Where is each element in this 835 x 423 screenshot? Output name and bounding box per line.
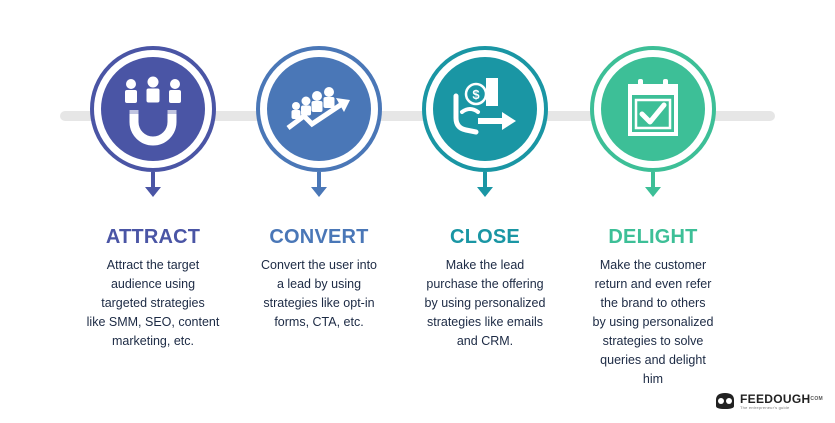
people-magnet-icon [125, 76, 181, 146]
logo-wordmark: FEEDOUGHCOM The entrepreneur's guide [740, 393, 823, 410]
logo-name: FEEDOUGHCOM [740, 391, 823, 406]
stage-convert: CONVERT Convert the user into a lead by … [236, 0, 406, 423]
convert-line: a lead by using [276, 277, 362, 291]
attract-arrow-head [145, 187, 161, 197]
glasses-face-icon [716, 393, 735, 409]
close-disc: $ [433, 57, 537, 161]
delight-description: Make the customer return and even refer … [570, 256, 736, 389]
delight-arrow-stem [651, 172, 655, 190]
logo-tagline: The entrepreneur's guide [740, 404, 790, 410]
convert-ring [256, 46, 382, 172]
attract-ring [90, 46, 216, 172]
delight-line: the brand to others [600, 296, 706, 310]
delight-line: him [642, 372, 664, 386]
crowd-growth-arrow-icon [286, 87, 350, 130]
attract-line: like SMM, SEO, content [86, 315, 220, 329]
feedough-logo: FEEDOUGHCOM The entrepreneur's guide [714, 392, 823, 410]
convert-arrow-stem [317, 172, 321, 190]
close-line: purchase the offering [426, 277, 544, 291]
delight-line: strategies to solve [602, 334, 704, 348]
attract-arrow-stem [151, 172, 155, 190]
connector-line [60, 111, 775, 121]
hand-money-arrow-icon: $ [453, 78, 516, 135]
delight-disc [601, 57, 705, 161]
close-arrow-stem [483, 172, 487, 190]
attract-line: audience using [110, 277, 196, 291]
svg-text:$: $ [472, 87, 480, 102]
convert-arrow-head [311, 187, 327, 197]
close-line: Make the lead [445, 258, 525, 272]
convert-disc [267, 57, 371, 161]
convert-description: Convert the user into a lead by using st… [236, 256, 402, 332]
attract-disc [101, 57, 205, 161]
attract-description: Attract the target audience using target… [70, 256, 236, 351]
stage-delight: DELIGHT Make the customer return and eve… [570, 0, 740, 423]
convert-line: strategies like opt-in [263, 296, 375, 310]
close-line: by using personalized [424, 296, 546, 310]
delight-title: DELIGHT [608, 226, 698, 248]
delight-line: Make the customer [599, 258, 707, 272]
close-arrow-head [477, 187, 493, 197]
close-description: Make the lead purchase the offering by u… [402, 256, 568, 351]
close-ring: $ [422, 46, 548, 172]
convert-line: Convert the user into [260, 258, 378, 272]
logo-suffix: COM [810, 395, 823, 402]
calendar-check-icon [628, 79, 678, 136]
convert-title: CONVERT [269, 226, 369, 248]
close-title: CLOSE [450, 226, 520, 248]
attract-line: marketing, etc. [112, 334, 194, 348]
delight-arrow-head [645, 187, 661, 197]
stage-close: $ CLOSE Make the lead purchase the offer… [402, 0, 572, 423]
delight-line: return and even refer [594, 277, 712, 291]
convert-line: forms, CTA, etc. [274, 315, 364, 329]
delight-line: by using personalized [592, 315, 714, 329]
attract-line: targeted strategies [101, 296, 205, 310]
close-line: strategies like emails [426, 315, 543, 329]
attract-title: ATTRACT [105, 226, 201, 248]
stage-attract: ATTRACT Attract the target audience usin… [70, 0, 240, 423]
attract-line: Attract the target [106, 258, 200, 272]
delight-line: queries and delight [600, 353, 706, 367]
delight-ring [590, 46, 716, 172]
close-line: and CRM. [456, 334, 514, 348]
